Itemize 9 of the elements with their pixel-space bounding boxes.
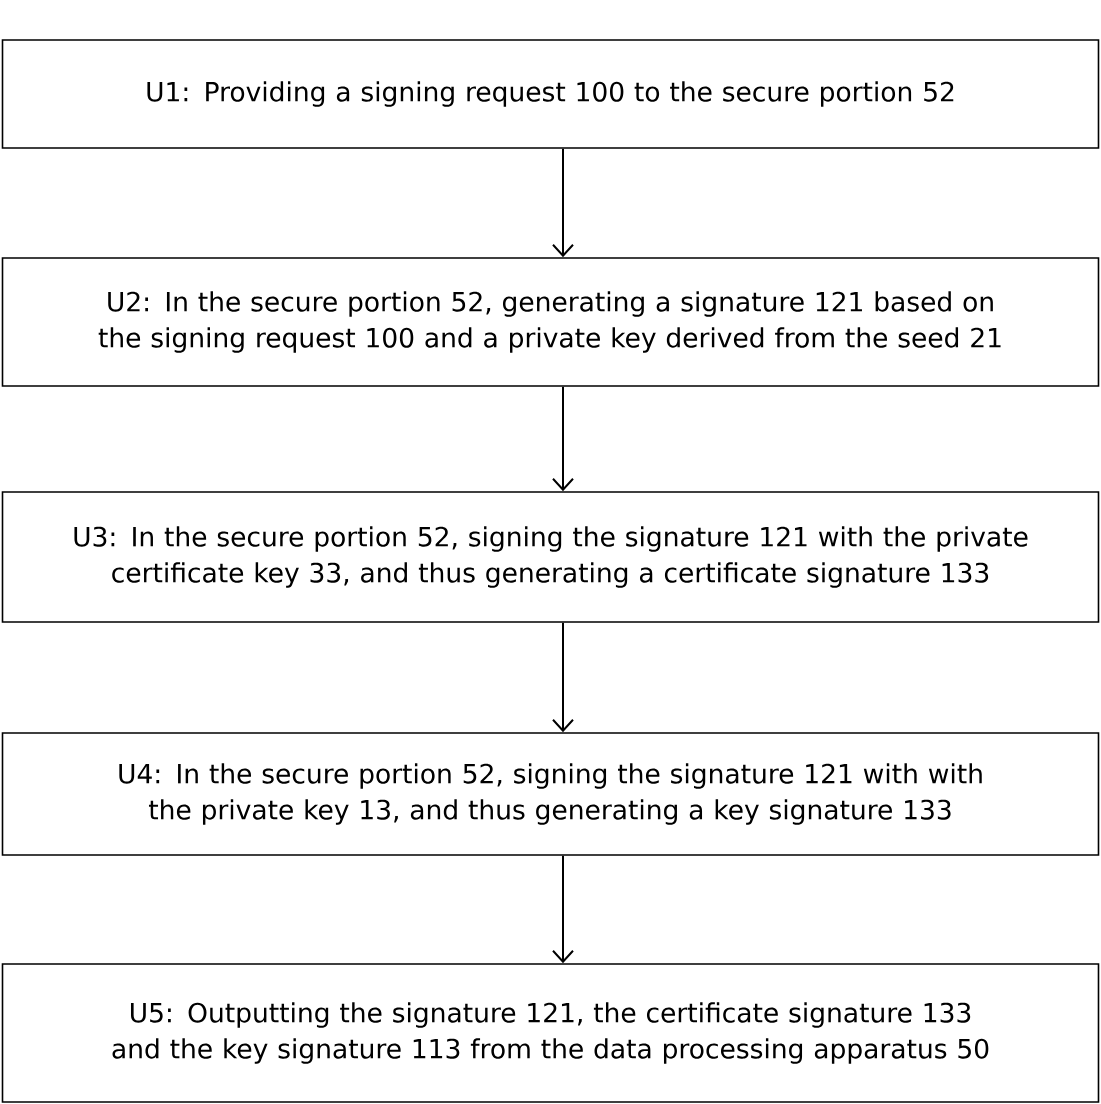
process-box: U4: In the secure portion 52, signing the signature 121 with with the private key 13, and thus generating a key signature 133 xyxy=(1,732,1100,856)
process-box: U1: Providing a signing request 100 to the secure portion 52 xyxy=(1,39,1100,149)
process-box: U2: In the secure portion 52, generating a signature 121 based on the signing request 100 and a private key derived from the seed 21 xyxy=(1,257,1100,387)
process-box: U3: In the secure portion 52, signing the signature 121 with the private certificate key 33, and thus generating a certificate signature 133 xyxy=(1,491,1100,623)
arrow xyxy=(552,854,574,964)
arrow xyxy=(552,621,574,733)
process-box: U5: Outputting the signature 121, the certificate signature 133 and the key signature 113 from the data processing apparatus 50 xyxy=(1,963,1100,1103)
arrow xyxy=(552,147,574,258)
arrow xyxy=(552,385,574,492)
